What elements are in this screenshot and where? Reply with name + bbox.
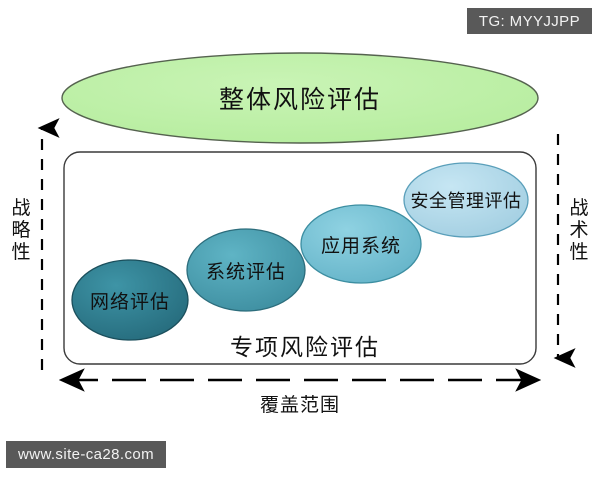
- tg-watermark-badge: TG: MYYJJPP: [466, 8, 592, 34]
- node-app-ellipse: [300, 204, 422, 284]
- node-system-ellipse: [186, 228, 306, 312]
- node-network-ellipse: [71, 259, 189, 341]
- node-security-ellipse: [403, 162, 529, 238]
- site-watermark-badge: www.site-ca28.com: [6, 441, 167, 468]
- overall-risk-ellipse: [61, 52, 539, 144]
